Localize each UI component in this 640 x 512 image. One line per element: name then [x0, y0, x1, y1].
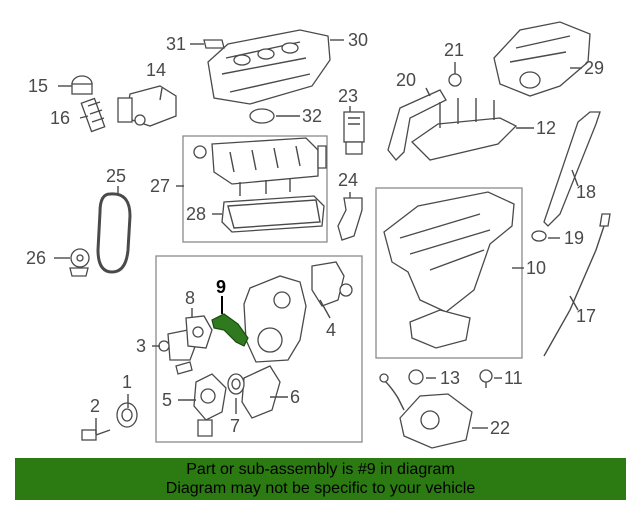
lower-intake-manifold	[493, 21, 591, 97]
callout-3: 3	[136, 336, 146, 356]
oil-pump	[379, 373, 473, 449]
valve-cover	[193, 137, 327, 196]
oil-pan	[383, 191, 515, 349]
timing-cover	[243, 275, 307, 363]
callout-16: 16	[50, 108, 70, 128]
callout-28: 28	[186, 204, 206, 224]
callout-10: 10	[526, 258, 546, 278]
group-box-oil-pan	[375, 187, 523, 359]
callout-22: 22	[490, 418, 510, 438]
callout-8: 8	[185, 288, 195, 308]
callout-15: 15	[28, 76, 48, 96]
belt-tensioner	[69, 248, 90, 277]
callout-18: 18	[576, 182, 596, 202]
callout-21: 21	[444, 40, 464, 60]
callout-13: 13	[440, 368, 460, 388]
group-box-timing-cover	[155, 255, 363, 443]
group-box-valve-cover	[182, 135, 328, 243]
callout-5: 5	[162, 390, 172, 410]
windage-tray	[410, 98, 518, 161]
bracket-3	[158, 329, 197, 375]
callout-11: 11	[504, 368, 523, 388]
callout-29: 29	[584, 58, 604, 78]
callout-31: 31	[166, 34, 186, 54]
gasket-32	[249, 108, 275, 124]
callout-labels: 1 2 3 4 5 6 7 8 9 10 11 12 13 14 15 16 1…	[26, 30, 604, 438]
callout-19: 19	[564, 228, 584, 248]
water-pump-5	[193, 373, 227, 437]
serpentine-belt	[96, 192, 132, 274]
callout-9: 9	[216, 277, 226, 297]
callout-12: 12	[536, 118, 556, 138]
part-8	[185, 315, 213, 349]
dipstick-tube	[543, 111, 601, 227]
crank-pulley	[116, 402, 138, 428]
callout-27: 27	[150, 176, 170, 196]
oil-fill-cap	[343, 111, 365, 155]
callout-7: 7	[230, 416, 240, 436]
callout-14: 14	[146, 60, 166, 80]
parts-diagram: 1 2 3 4 5 6 7 8 9 10 11 12 13 14 15 16 1…	[26, 21, 611, 449]
callout-32: 32	[302, 106, 322, 126]
timing-cover-gasket-6	[241, 365, 281, 419]
o-ring-21	[448, 73, 462, 87]
bolt-11	[479, 369, 493, 388]
callout-30: 30	[348, 30, 368, 50]
callout-25: 25	[106, 166, 126, 186]
info-banner: Part or sub-assembly is #9 in diagram Di…	[15, 458, 626, 500]
drain-plug	[408, 369, 424, 385]
leader-lines	[54, 39, 582, 434]
callout-17: 17	[576, 306, 596, 326]
callout-23: 23	[338, 86, 358, 106]
bolt-2	[81, 429, 111, 441]
seal-7	[227, 373, 245, 395]
banner-line-1: Part or sub-assembly is #9 in diagram	[186, 461, 455, 478]
callout-4: 4	[326, 320, 336, 340]
callout-20: 20	[396, 70, 416, 90]
banner-line-2: Diagram may not be specific to your vehi…	[165, 480, 476, 497]
valve-cover-gasket	[221, 195, 325, 233]
oil-filter	[80, 97, 106, 133]
highlighted-gasket-9	[211, 313, 249, 347]
upper-intake-manifold	[207, 29, 331, 105]
timing-cover-gasket-4	[311, 261, 353, 307]
callout-1: 1	[122, 372, 132, 392]
o-ring-19	[531, 230, 547, 242]
oil-fill-tube	[337, 197, 363, 241]
callout-26: 26	[26, 248, 46, 268]
gasket-31	[203, 39, 225, 49]
callout-24: 24	[338, 170, 358, 190]
callout-6: 6	[290, 387, 300, 407]
callout-2: 2	[90, 396, 100, 416]
oil-filter-cap	[71, 75, 93, 95]
oil-filter-housing	[117, 85, 177, 127]
dipstick	[543, 219, 607, 357]
